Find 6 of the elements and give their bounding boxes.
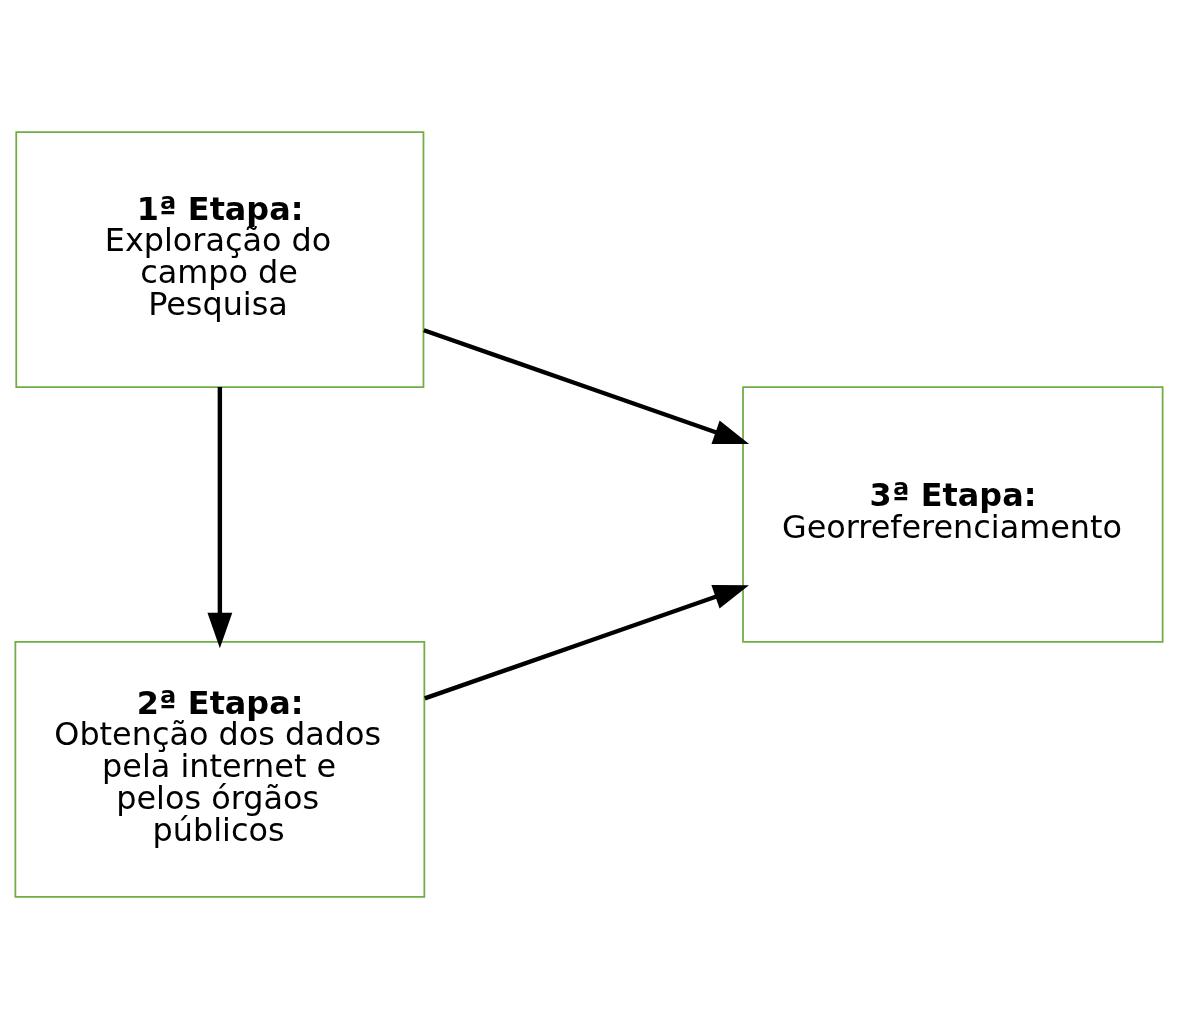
node-box: 3ª Etapa: Georreferenciamento	[742, 385, 1164, 643]
arrow	[207, 386, 233, 648]
node-box: 2ª Etapa: Obtenção dos dados pela internet e pelos órgãos públicos	[14, 640, 426, 898]
arrow	[424, 584, 749, 701]
node-box: 1ª Etapa: Exploração do campo de Pesquisa	[15, 130, 425, 388]
arrow	[423, 327, 750, 444]
